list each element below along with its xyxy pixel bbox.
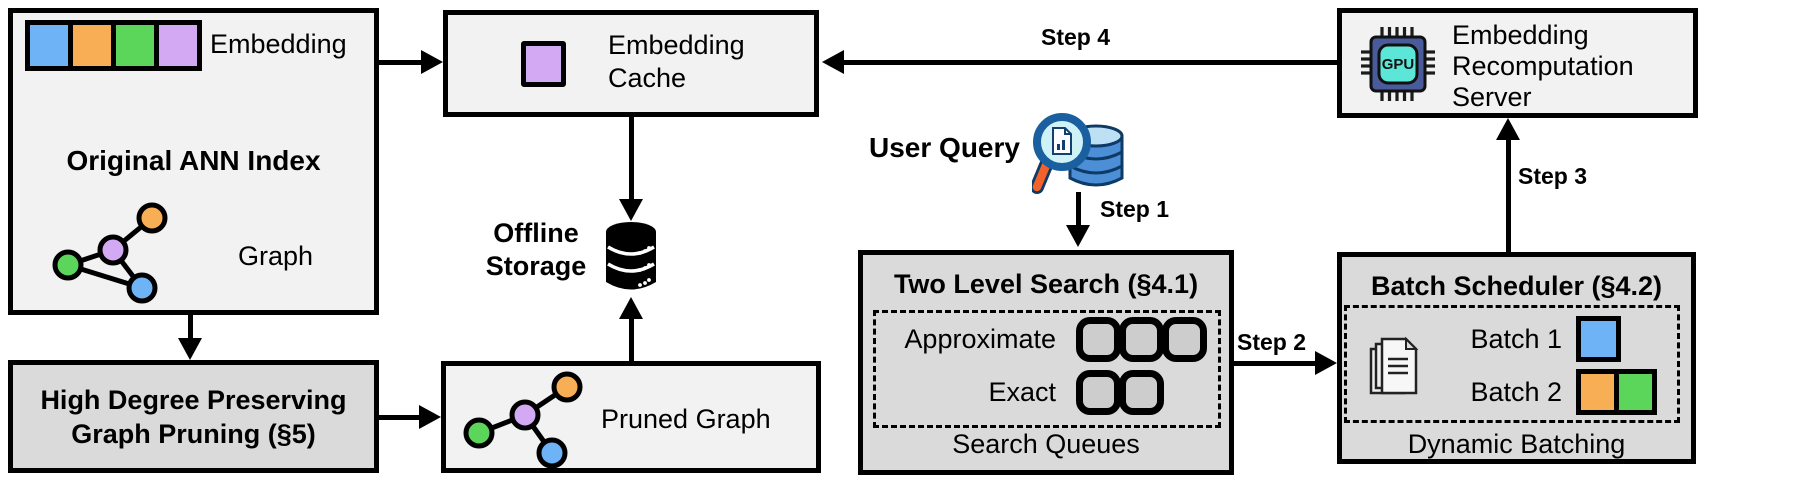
step1-label: Step 1: [1100, 196, 1170, 222]
arrow-step4: [842, 60, 1337, 65]
queue-slot-icon: [1076, 369, 1121, 415]
offline-storage-database-icon: [606, 222, 656, 290]
embedding-cell-orange-icon: [73, 25, 111, 66]
arrow-step1: [1076, 192, 1081, 227]
original-ann-index-title: Original ANN Index: [66, 145, 321, 176]
batch-scheduler-box: Batch Scheduler (§4.2) Batch 1 Batch 2 D…: [1337, 252, 1696, 464]
batch2-green-block: [1614, 369, 1657, 415]
graph-icon: [52, 202, 168, 304]
embedding-cell-purple-icon: [159, 25, 197, 66]
arrowhead-step2: [1315, 351, 1337, 375]
original-ann-index-box: Embedding Original ANN Index Graph: [8, 8, 379, 315]
step4-label: Step 4: [1041, 24, 1111, 50]
gpu-chip-icon: GPU: [1361, 27, 1435, 101]
step3-label: Step 3: [1518, 163, 1588, 189]
arrow-ann-to-cache: [379, 60, 423, 65]
arrowhead-step1: [1066, 225, 1090, 247]
arrowhead-ann-to-cache: [421, 50, 443, 74]
pruned-graph-label: Pruned Graph: [601, 404, 771, 434]
arrow-step3: [1506, 138, 1511, 252]
dynamic-batching-caption: Dynamic Batching: [1407, 429, 1626, 459]
arrow-step2: [1234, 361, 1317, 366]
queue-slot-icon: [1119, 369, 1164, 415]
exact-label: Exact: [988, 376, 1056, 407]
arrowhead-ann-to-pruning: [178, 338, 202, 360]
queue-slot-icon: [1076, 316, 1121, 362]
arrowhead-step4: [822, 50, 844, 74]
graph-label: Graph: [238, 241, 314, 271]
arrow-pruning-to-pruned: [379, 415, 421, 420]
graph-pruning-box: High Degree Preserving Graph Pruning (§5…: [8, 360, 379, 473]
batch2-orange-block: [1576, 369, 1619, 415]
embedding-vector-icon: [25, 20, 202, 71]
search-queues-caption: Search Queues: [952, 429, 1140, 459]
batch1-row: Batch 1: [1422, 315, 1621, 363]
arrowhead-pruned-to-storage: [619, 297, 643, 319]
cached-embedding-icon: [521, 41, 566, 87]
arrowhead-step3: [1496, 118, 1520, 140]
batch1-blue-block: [1576, 316, 1621, 362]
two-level-search-title: Two Level Search (§4.1): [893, 269, 1199, 299]
query-search-database-icon: [1032, 113, 1124, 194]
pruned-graph-box: Pruned Graph: [441, 361, 821, 473]
arrowhead-pruning-to-pruned: [419, 405, 441, 429]
dynamic-batching-region: [1344, 305, 1680, 423]
graph-pruning-title: High Degree Preserving Graph Pruning (§5…: [40, 384, 347, 449]
approximate-queue-row: Approximate: [881, 316, 1207, 362]
batch1-label: Batch 1: [1470, 323, 1562, 354]
arrow-ann-to-pruning: [188, 315, 193, 340]
arrow-pruned-to-storage: [629, 317, 634, 361]
offline-storage-label: Offline Storage: [485, 218, 587, 281]
search-queues-region: [873, 310, 1221, 428]
arrow-cache-to-storage: [629, 117, 634, 201]
recomputation-server-label: Embedding Recomputation Server: [1452, 20, 1634, 112]
batch2-row: Batch 2: [1422, 368, 1657, 416]
recomputation-server-box: GPU Embedding Recomputation Server: [1337, 8, 1698, 118]
step2-label: Step 2: [1237, 329, 1307, 355]
two-level-search-box: Two Level Search (§4.1) Approximate Exac…: [858, 250, 1234, 475]
user-query-label: User Query: [869, 132, 1020, 163]
batch2-label: Batch 2: [1470, 376, 1562, 407]
documents-icon: [1369, 336, 1419, 395]
queue-slot-icon: [1119, 316, 1164, 362]
arrowhead-cache-to-storage: [619, 199, 643, 221]
batch-scheduler-title: Batch Scheduler (§4.2): [1370, 271, 1663, 301]
gpu-chip-label: GPU: [1382, 56, 1415, 73]
pruned-graph-icon: [463, 371, 583, 468]
embedding-cache-label: Embedding Cache: [608, 30, 745, 93]
exact-queue-row: Exact: [881, 369, 1164, 415]
embedding-cache-box: Embedding Cache: [443, 10, 819, 117]
queue-slot-icon: [1162, 316, 1207, 362]
embedding-label: Embedding: [210, 29, 347, 59]
approximate-label: Approximate: [904, 323, 1056, 354]
embedding-cell-blue-icon: [30, 25, 68, 66]
embedding-cell-green-icon: [116, 25, 154, 66]
